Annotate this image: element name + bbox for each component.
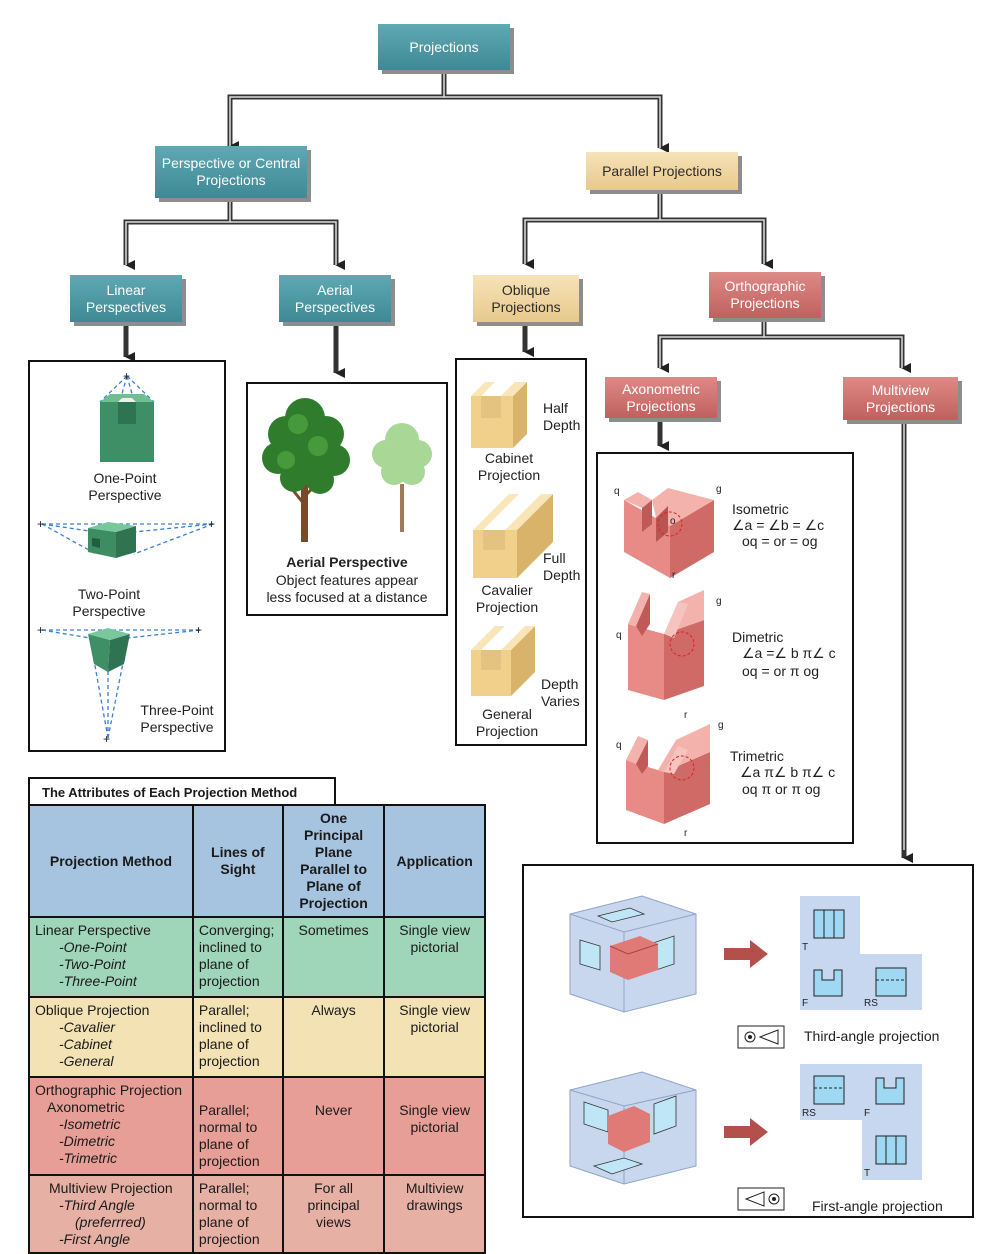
- label-cabinet: Cabinet Projection: [477, 450, 541, 483]
- node-multiview-projections: Multiview Projections: [843, 377, 958, 420]
- trimetric-lengths: oq π or π og: [742, 781, 821, 797]
- label-cavalier: Cavalier Projection: [475, 582, 539, 615]
- cell-application: Multiview drawings: [383, 1174, 486, 1254]
- cell-plane: For all principal views: [281, 1174, 386, 1254]
- cell-method: Orthographic Projection Axonometric -Iso…: [28, 1076, 194, 1176]
- svg-text:+: +: [208, 517, 215, 531]
- svg-text:+: +: [103, 732, 110, 746]
- label-depth-varies: Depth Varies: [541, 676, 580, 709]
- view-F-first: F: [864, 1108, 871, 1119]
- cell-lines: Parallel; normal to plane of projection: [191, 1076, 284, 1176]
- header-principal-plane: One Principal Plane Parallel to Plane of…: [281, 804, 386, 918]
- aerial-title: Aerial Perspective: [286, 554, 408, 570]
- dimetric-lengths: oq = or π og: [742, 663, 819, 679]
- table-row: Oblique Projection -Cavalier -Cabinet -G…: [28, 996, 486, 1078]
- cell-method: Multiview Projection -Third Angle (prefe…: [28, 1174, 194, 1254]
- table-title: The Attributes of Each Projection Method: [28, 777, 336, 805]
- header-application: Application: [383, 804, 486, 918]
- label-one-point: One-Point Perspective: [88, 470, 162, 503]
- node-perspective-projections: Perspective or Central Projections: [155, 146, 307, 198]
- perspective-illustrations: + + + + + +: [37, 369, 215, 746]
- cell-method: Linear Perspective -One-Point -Two-Point…: [28, 916, 194, 998]
- cell-application: Single view pictorial: [383, 916, 486, 998]
- cell-application: Single view pictorial: [383, 996, 486, 1078]
- trimetric-angles: ∠a π∠ b π∠ c: [740, 764, 836, 780]
- cell-plane: Never: [281, 1076, 386, 1176]
- oblique-projection-panel: Half Depth Cabinet Projection Full Depth…: [455, 358, 587, 746]
- cell-method: Oblique Projection -Cavalier -Cabinet -G…: [28, 996, 194, 1078]
- label-general: General Projection: [475, 706, 539, 739]
- aerial-perspective-panel: Aerial Perspective Object features appea…: [246, 382, 448, 616]
- view-T-first: T: [864, 1168, 871, 1179]
- cell-plane: Always: [281, 996, 386, 1078]
- tri-r: r: [684, 828, 688, 839]
- axonometric-panel: q g r o Isometric ∠a = ∠b = ∠c oq = or =…: [596, 452, 854, 844]
- attributes-table: Projection Method Lines of Sight One Pri…: [28, 804, 486, 1254]
- iso-r: r: [672, 570, 676, 581]
- dimetric-title: Dimetric: [732, 629, 784, 645]
- dim-r: r: [684, 710, 688, 721]
- node-oblique-projections: Oblique Projections: [473, 275, 579, 322]
- trimetric-title: Trimetric: [730, 748, 784, 764]
- dim-q: q: [616, 630, 622, 641]
- tri-q: q: [616, 740, 622, 751]
- svg-text:+: +: [123, 369, 130, 383]
- iso-q: q: [614, 486, 620, 497]
- aerial-caption: Object features appear less focused at a…: [266, 572, 428, 605]
- multiview-illustrations: [569, 895, 922, 1211]
- iso-o: o: [670, 516, 676, 527]
- cell-plane: Sometimes: [281, 916, 386, 998]
- view-RS-first: RS: [802, 1108, 816, 1119]
- oblique-illustrations: [471, 382, 553, 696]
- table-row: Linear Perspective -One-Point -Two-Point…: [28, 916, 486, 998]
- iso-g: g: [716, 484, 722, 495]
- table-row: Orthographic Projection Axonometric -Iso…: [28, 1076, 486, 1176]
- label-two-point: Two-Point Perspective: [72, 586, 146, 619]
- table-row: Multiview Projection -Third Angle (prefe…: [28, 1174, 486, 1254]
- cell-lines: Converging; inclined to plane of project…: [191, 916, 284, 998]
- svg-text:+: +: [37, 517, 44, 531]
- multiview-panel: T F RS Third-angle projection RS F T Fir…: [522, 864, 974, 1218]
- node-projections: Projections: [378, 24, 510, 70]
- isometric-angles: ∠a = ∠b = ∠c: [732, 517, 825, 533]
- dim-g: g: [716, 596, 722, 607]
- first-angle-label: First-angle projection: [812, 1198, 943, 1214]
- linear-perspective-panel: + + + + + + One-Point Perspective Two-P: [28, 360, 226, 752]
- isometric-lengths: oq = or = og: [742, 533, 818, 549]
- label-three-point: Three-Point Perspective: [140, 702, 214, 735]
- cell-lines: Parallel; normal to plane of projection: [191, 1174, 284, 1254]
- header-projection-method: Projection Method: [28, 804, 194, 918]
- axonometric-illustrations: [624, 488, 714, 824]
- view-T-third: T: [802, 942, 809, 953]
- node-orthographic-projections: Orthographic Projections: [709, 272, 821, 318]
- label-full-depth: Full Depth: [543, 550, 581, 583]
- third-angle-label: Third-angle projection: [804, 1028, 940, 1044]
- header-lines-of-sight: Lines of Sight: [191, 804, 284, 918]
- table-header-row: Projection Method Lines of Sight One Pri…: [28, 804, 486, 918]
- view-RS-third: RS: [864, 998, 878, 1009]
- svg-text:+: +: [195, 623, 202, 637]
- dimetric-angles: ∠a =∠ b π∠ c: [742, 645, 836, 661]
- node-parallel-projections: Parallel Projections: [586, 152, 738, 190]
- tri-g: g: [718, 720, 724, 731]
- view-F-third: F: [802, 998, 809, 1009]
- node-aerial-perspectives: Aerial Perspectives: [279, 275, 391, 322]
- node-linear-perspectives: Linear Perspectives: [70, 275, 182, 322]
- isometric-title: Isometric: [732, 501, 789, 517]
- cell-application: Single view pictorial: [383, 1076, 486, 1176]
- tree-illustration: [262, 398, 432, 542]
- node-axonometric-projections: Axonometric Projections: [605, 377, 717, 418]
- cell-lines: Parallel; inclined to plane of projectio…: [191, 996, 284, 1078]
- label-half-depth: Half Depth: [543, 400, 581, 433]
- svg-text:+: +: [37, 623, 44, 637]
